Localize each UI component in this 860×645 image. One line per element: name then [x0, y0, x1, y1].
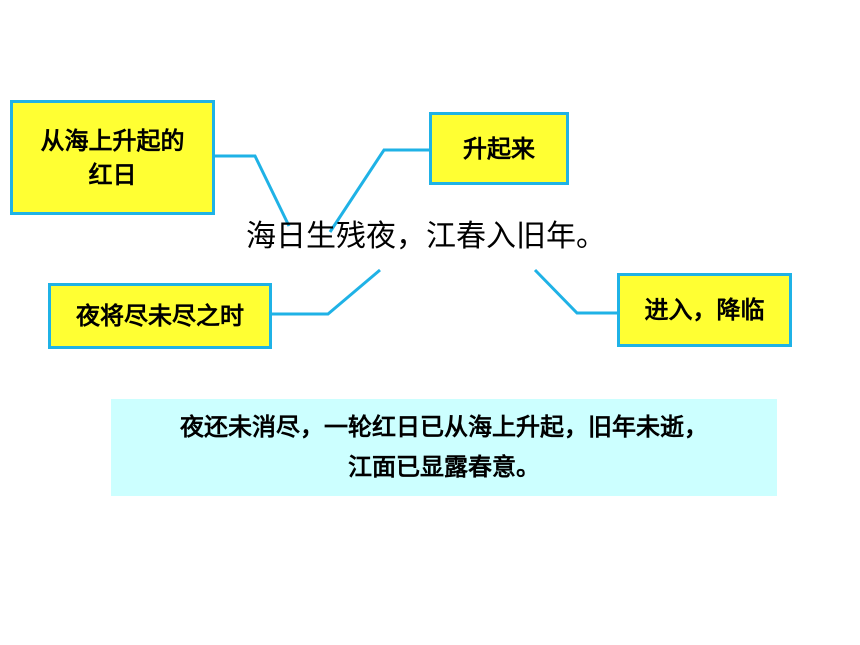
poem-verse: 海日生残夜，江春入旧年。 [246, 219, 606, 254]
annotation-ru: 进入，降临 [617, 273, 792, 347]
translation-box: 夜还未消尽，一轮红日已从海上升起，旧年未逝， 江面已显露春意。 [111, 399, 777, 496]
connector-can-ye [272, 268, 381, 316]
annotation-hai-ri: 从海上升起的 红日 [10, 100, 215, 215]
connector-ru [533, 268, 617, 315]
annotation-sheng: 升起来 [429, 112, 569, 185]
connector-sheng [328, 148, 429, 233]
connector-hai-ri [215, 154, 291, 227]
annotation-can-ye: 夜将尽未尽之时 [48, 283, 272, 349]
